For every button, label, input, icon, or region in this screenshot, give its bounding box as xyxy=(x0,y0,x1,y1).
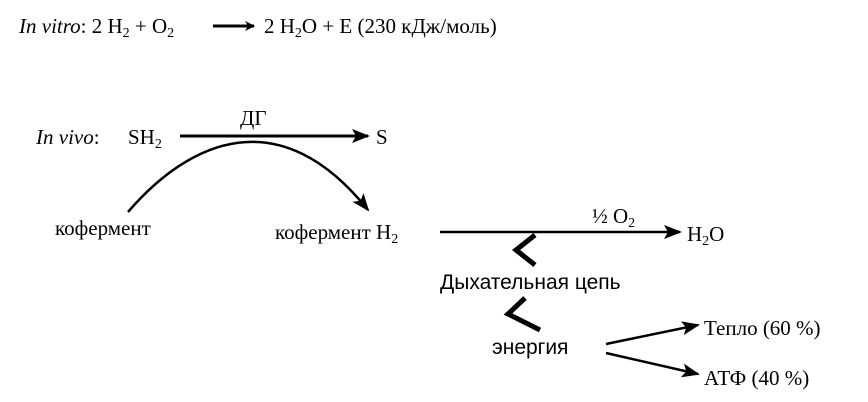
coenzyme-arc xyxy=(127,140,370,213)
atp-label: АТФ (40 %) xyxy=(704,366,810,390)
enzyme-label: ДГ xyxy=(240,106,267,130)
substrate-sh2: SH2 xyxy=(128,125,162,152)
in-vitro-label: In vitro xyxy=(19,14,81,38)
energy-label: энергия xyxy=(492,336,569,359)
coenzyme-label: кофермент xyxy=(55,216,151,240)
in-vitro-product: 2 H2O + E (230 кДж/моль) xyxy=(264,14,497,41)
reactant-h2: 2 H2 xyxy=(91,14,130,41)
heat-arrow xyxy=(605,321,700,346)
energy-chevron xyxy=(503,296,542,333)
in-vivo-label: In vivo: xyxy=(36,125,100,149)
half-oxygen-label: ½ O2 xyxy=(592,204,636,231)
atp-arrow xyxy=(605,351,700,378)
product-s: S xyxy=(376,125,388,149)
resp-chain-chevron xyxy=(511,233,537,267)
water-label: H2O xyxy=(687,222,725,249)
reactant-o2: + O2 xyxy=(129,14,175,41)
in-vitro-equation: In vitro: 2 H2 + O2 xyxy=(19,14,175,41)
coenzyme-reduced-label: кофермент H2 xyxy=(275,220,399,247)
respiratory-chain-label: Дыхательная цепь xyxy=(440,271,621,294)
heat-label: Тепло (60 %) xyxy=(704,316,821,340)
